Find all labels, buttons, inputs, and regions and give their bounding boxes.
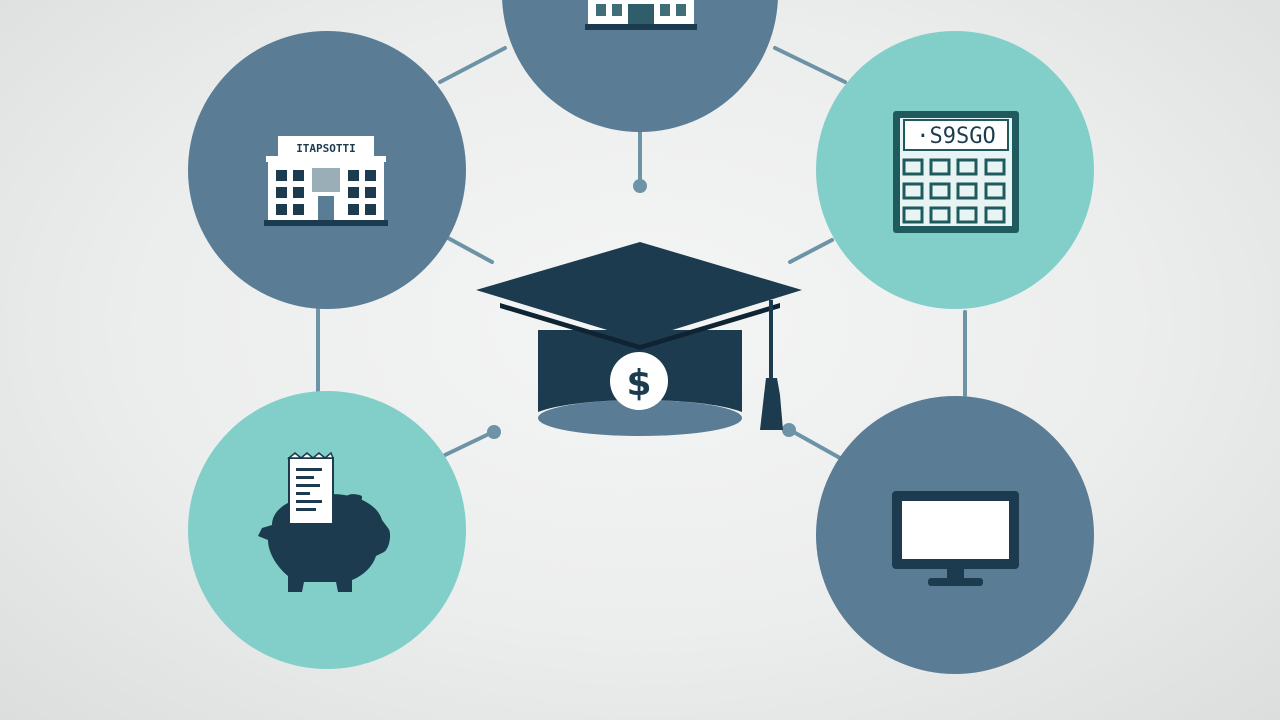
dollar-coin: [610, 352, 668, 410]
calculator-display-text: ·S9SGO: [916, 124, 995, 149]
connector-dot-lower-left: [487, 425, 501, 439]
connector-upper-right-center: [788, 238, 834, 264]
computer-monitor-icon: [892, 491, 1019, 586]
connector-dots: [487, 179, 796, 439]
school-building-icon: [585, 0, 697, 30]
connector-lower-right-center: [788, 428, 842, 460]
graduation-cap-dollar-icon: $: [476, 242, 802, 436]
connector-dot-top: [633, 179, 647, 193]
node-circle-top: [502, 0, 778, 132]
connector-upper-left-top: [438, 46, 507, 84]
piggy-bank-receipt-icon: [258, 451, 391, 592]
connector-upper-left-center: [446, 236, 494, 264]
connector-lower-left-center: [443, 430, 495, 457]
connector-top-upper-right: [773, 46, 847, 84]
calculator-icon: ·S9SGO: [893, 111, 1019, 233]
dollar-symbol: $: [626, 363, 651, 404]
connector-dot-lower-right: [782, 423, 796, 437]
building-sign-text: ITAPSOTTI: [296, 142, 356, 155]
tassel: [760, 378, 783, 430]
university-building-icon: ITAPSOTTI: [264, 136, 388, 226]
connector-lines: [316, 46, 967, 460]
